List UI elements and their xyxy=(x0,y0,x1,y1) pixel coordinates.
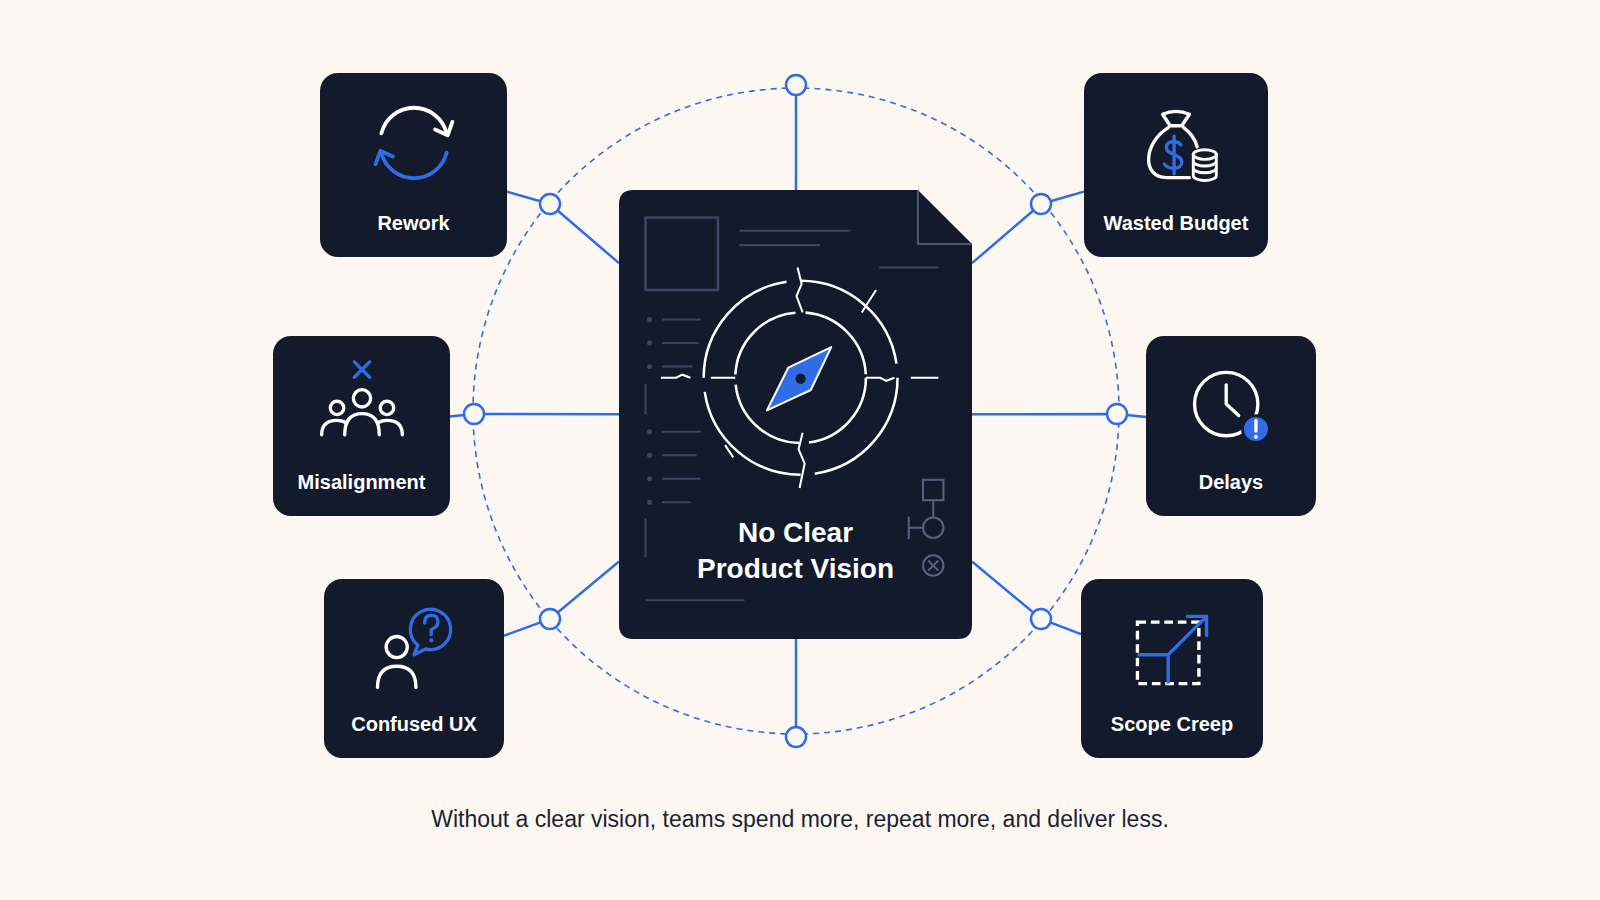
decor-circle xyxy=(647,364,652,369)
node-title: No Clear Product Vision xyxy=(688,515,903,587)
ring-node xyxy=(1031,609,1051,629)
node-label: Confused UX xyxy=(324,713,504,736)
decor-circle xyxy=(380,401,393,414)
decor-circle xyxy=(923,518,943,538)
decor-path xyxy=(662,320,701,503)
ring-node xyxy=(1031,194,1051,214)
decor-rect xyxy=(646,218,718,290)
ring-node xyxy=(786,727,806,747)
dashed-ring xyxy=(473,88,1119,734)
decor-path xyxy=(918,190,972,244)
ring-node xyxy=(540,609,560,629)
icon xyxy=(1124,601,1220,697)
ring-node xyxy=(1107,404,1127,424)
icon xyxy=(1128,95,1224,191)
confused-ux-box: Confused UX xyxy=(324,579,504,758)
decor-path xyxy=(378,666,416,687)
decor-path xyxy=(344,414,379,435)
decor-circle xyxy=(647,476,652,481)
decor-path xyxy=(321,420,402,434)
decor-path xyxy=(354,362,369,377)
decor-circle xyxy=(796,374,806,384)
vision-document: No Clear Product Vision xyxy=(619,190,972,639)
delays-box: Delays xyxy=(1146,336,1316,516)
decor-circle xyxy=(429,638,433,642)
icon xyxy=(366,95,462,191)
decor-path xyxy=(725,268,876,488)
caption-text: Without a clear vision, teams spend more… xyxy=(431,806,1169,832)
decor-path xyxy=(767,347,831,410)
node-label: Delays xyxy=(1146,471,1316,494)
decor-path xyxy=(1164,136,1181,173)
icon xyxy=(314,358,410,454)
decor-path xyxy=(435,122,452,135)
decor-path xyxy=(425,615,438,634)
node-label: Wasted Budget xyxy=(1084,212,1268,235)
top-spoke xyxy=(795,95,798,192)
decor-circle xyxy=(923,555,943,575)
decor-circle xyxy=(330,401,343,414)
bottom-spoke xyxy=(795,637,798,727)
misalignment-box: Misalignment xyxy=(273,336,450,516)
decor-circle xyxy=(1243,416,1270,443)
decor-path xyxy=(410,609,450,654)
decor-circle xyxy=(647,317,652,322)
icon xyxy=(366,601,462,697)
connector-line xyxy=(507,192,619,263)
decor-path xyxy=(1163,111,1190,125)
node-label: Misalignment xyxy=(273,471,450,494)
decor-path xyxy=(646,231,939,600)
decor-path xyxy=(1168,616,1206,654)
decor-rect xyxy=(923,480,943,500)
decor-path xyxy=(909,500,933,539)
decor-ellipse xyxy=(1193,150,1216,160)
node-label: Scope Creep xyxy=(1081,713,1263,736)
decor-path xyxy=(1193,161,1216,173)
decor-circle xyxy=(647,341,652,346)
decor-path xyxy=(1254,420,1257,431)
node-label: Rework xyxy=(320,212,507,235)
decor-circle xyxy=(647,453,652,458)
scope-creep-box: Scope Creep xyxy=(1081,579,1263,758)
ring-node xyxy=(786,75,806,95)
decor-path xyxy=(1137,655,1168,684)
decor-circle xyxy=(1254,435,1258,439)
decor-path xyxy=(619,190,972,639)
connector-line xyxy=(504,562,619,636)
decor-path xyxy=(1149,128,1198,178)
connector-line xyxy=(972,192,1084,264)
ring-node xyxy=(540,194,560,214)
rework-box: Rework xyxy=(320,73,507,257)
decor-circle xyxy=(386,637,407,658)
decor-path xyxy=(1226,385,1238,416)
decor-g xyxy=(647,317,652,505)
decor-circle xyxy=(353,390,370,407)
decor-circle xyxy=(647,500,652,505)
caption: Without a clear vision, teams spend more… xyxy=(0,806,1600,833)
decor-circle xyxy=(735,312,866,443)
decor-circle xyxy=(647,429,652,434)
budget-box: Wasted Budget xyxy=(1084,73,1268,257)
decor-path xyxy=(375,151,392,164)
icon xyxy=(1183,358,1279,454)
connector-line xyxy=(972,562,1081,635)
decor-path xyxy=(928,560,938,570)
ring-node xyxy=(464,404,484,424)
